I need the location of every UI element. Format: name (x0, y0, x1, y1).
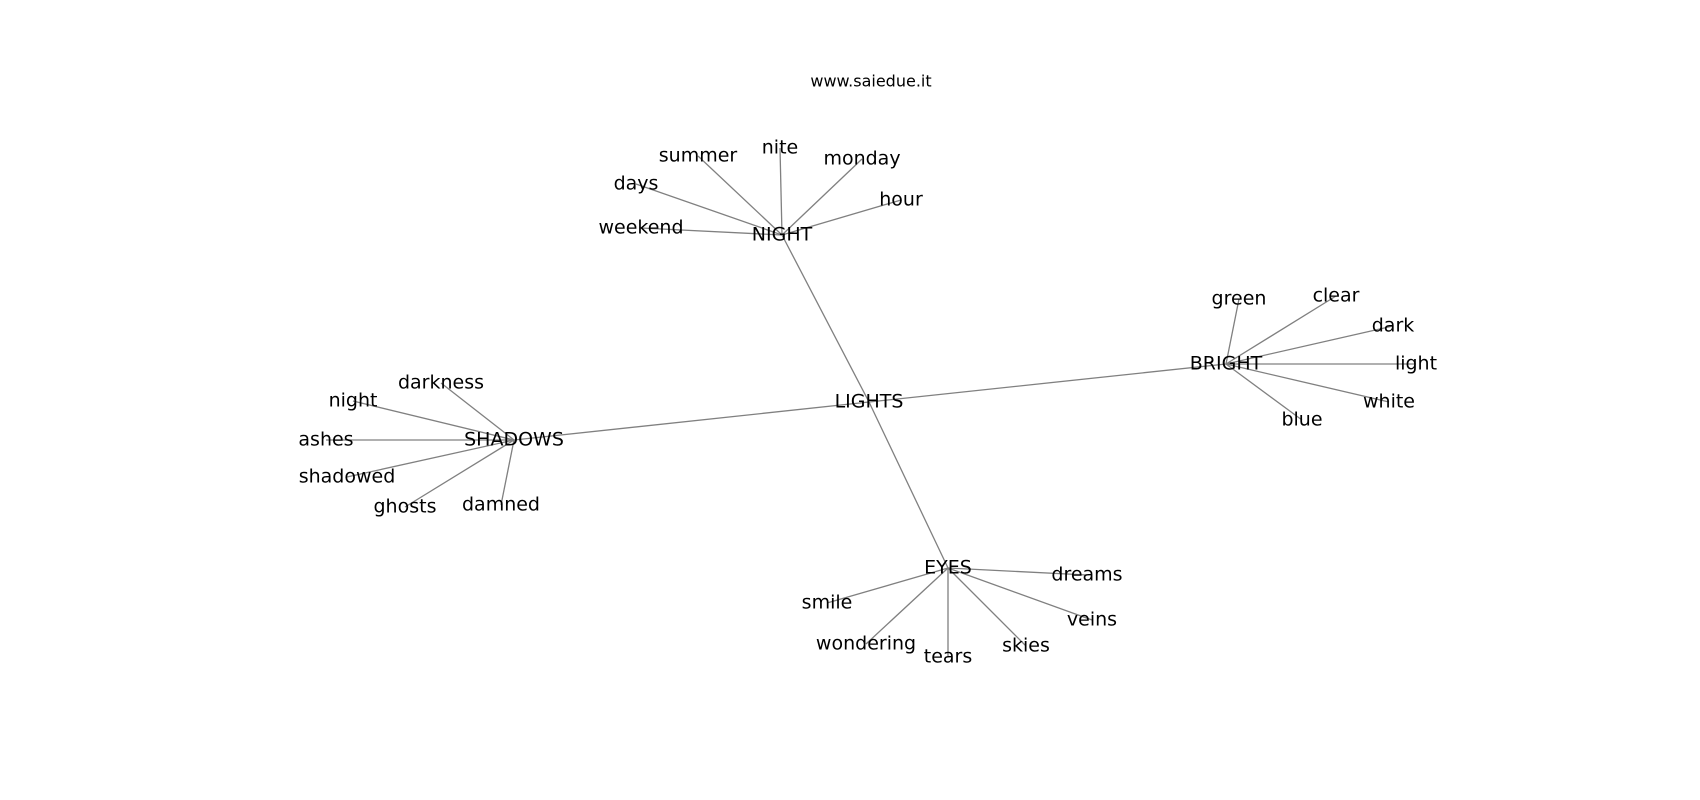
node-leaf-bright-clear: clear (1313, 285, 1360, 307)
edge-night-nite (779, 147, 783, 236)
edge-eyes-smile (826, 567, 949, 604)
site-url: www.saiedue.it (810, 72, 931, 91)
node-leaf-night-hour: hour (879, 189, 923, 211)
edge-night-hour (781, 199, 902, 236)
edge-shadows-night (352, 400, 515, 441)
edge-shadows-darkness (440, 382, 515, 441)
node-leaf-eyes-smile: smile (802, 592, 853, 614)
edge-root-shadows (513, 401, 870, 441)
node-leaf-shadows-ghosts: ghosts (374, 496, 437, 518)
edge-bright-dark (1225, 325, 1394, 365)
edge-bright-white (1225, 363, 1390, 403)
edge-eyes-veins (947, 567, 1093, 621)
edge-bright-clear (1225, 295, 1337, 365)
node-hub-eyes: EYES (924, 557, 972, 579)
edge-root-bright (868, 363, 1227, 403)
edge-night-summer (697, 155, 783, 236)
edge-eyes-wondering (865, 567, 949, 645)
edge-root-night (781, 234, 870, 403)
node-leaf-eyes-wondering: wondering (816, 633, 916, 655)
node-leaf-eyes-veins: veins (1067, 609, 1117, 631)
graph-labels: www.saiedue.it LIGHTS NIGHT summer nite mond… (298, 72, 1437, 668)
node-hub-shadows: SHADOWS (464, 429, 564, 451)
edge-shadows-ghosts (404, 439, 515, 508)
node-leaf-night-summer: summer (659, 145, 738, 167)
node-leaf-eyes-skies: skies (1002, 635, 1050, 657)
edge-shadows-damned (500, 439, 515, 506)
node-leaf-night-nite: nite (762, 137, 798, 159)
node-leaf-eyes-tears: tears (924, 646, 973, 668)
edge-night-days (635, 183, 783, 236)
edge-bright-green (1225, 298, 1240, 365)
node-leaf-night-monday: monday (823, 148, 900, 170)
edge-bright-blue (1225, 363, 1303, 421)
node-leaf-shadows-night: night (329, 390, 378, 412)
node-leaf-night-days: days (614, 173, 659, 195)
graph-edges (326, 147, 1416, 657)
edge-shadows-shadowed (346, 439, 515, 478)
node-leaf-shadows-damned: damned (462, 494, 540, 516)
node-leaf-eyes-dreams: dreams (1051, 564, 1122, 586)
edge-eyes-skies (947, 567, 1027, 647)
edge-eyes-dreams (947, 567, 1088, 576)
node-leaf-night-weekend: weekend (598, 217, 683, 239)
node-leaf-shadows-shadowed: shadowed (299, 466, 396, 488)
node-leaf-shadows-darkness: darkness (398, 372, 484, 394)
node-leaf-bright-dark: dark (1372, 315, 1415, 337)
edge-night-monday (781, 158, 863, 236)
node-root: LIGHTS (835, 391, 904, 413)
node-leaf-bright-light: light (1395, 353, 1437, 375)
node-hub-night: NIGHT (752, 224, 813, 246)
node-hub-bright: BRIGHT (1190, 353, 1263, 375)
edge-night-weekend (640, 227, 783, 236)
edge-root-eyes (868, 401, 949, 569)
node-leaf-shadows-ashes: ashes (298, 429, 353, 451)
node-leaf-bright-white: white (1363, 391, 1415, 413)
node-leaf-bright-green: green (1212, 288, 1267, 310)
node-leaf-bright-blue: blue (1281, 409, 1322, 431)
